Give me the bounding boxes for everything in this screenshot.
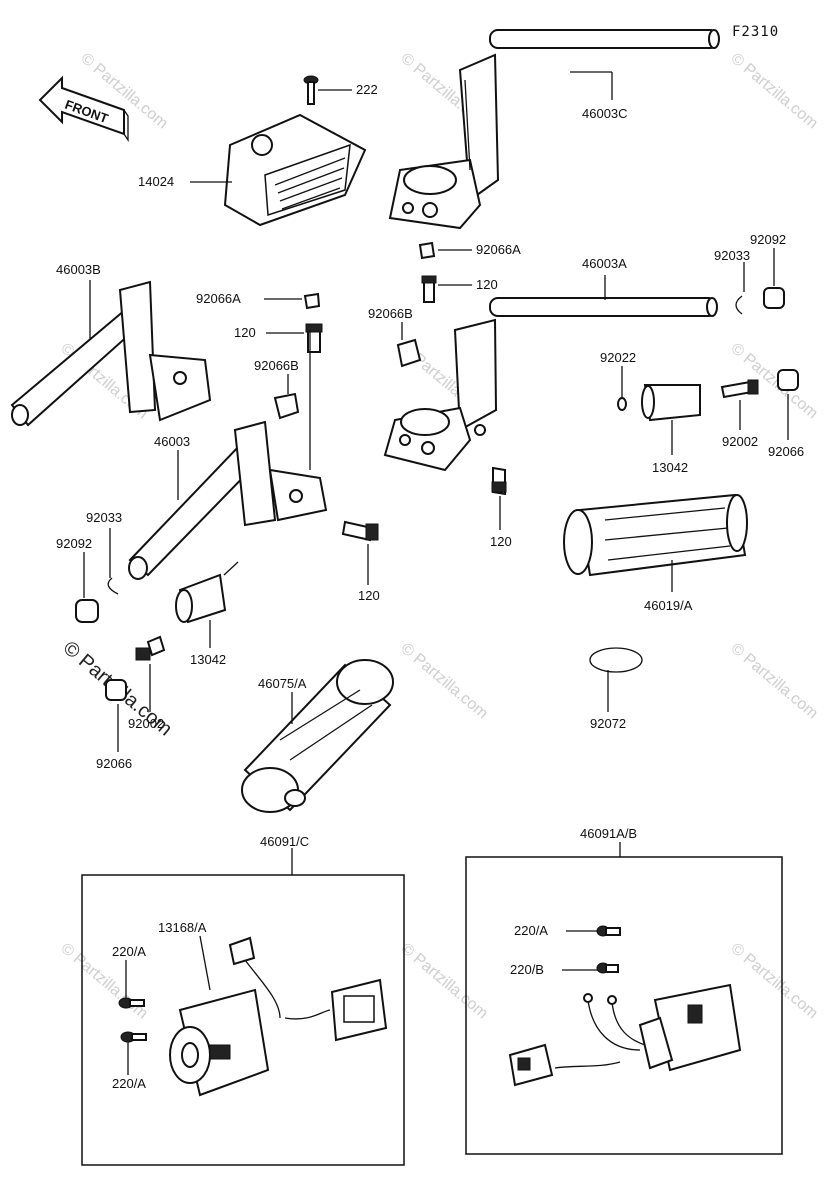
bolt-120-c-part [491,466,507,496]
grip-46075A-part [241,659,394,813]
bolt-92002-r-part [720,379,759,399]
watermark: © Partzilla.com [727,50,821,132]
callout-46091C: 46091/C [260,834,309,849]
callout-92033-r: 92033 [714,248,750,263]
plug-92066A-part [418,241,436,260]
callout-92066-l: 92066 [96,756,132,771]
callout-92066B-l: 92066B [254,358,299,373]
weight-92092-r-part [763,287,785,309]
callout-120-m: 120 [358,588,380,603]
callout-13042-l: 13042 [190,652,226,667]
bolt-120-l-part [305,323,323,353]
switch-46091AB-part [508,983,742,1087]
washer-92022-part [617,397,627,411]
callout-220A-1: 220/A [112,944,146,959]
plug-92066B-l-part [273,392,300,420]
watermark: © Partzilla.com [727,940,821,1022]
screw-220B-part [596,962,619,974]
plug-92066B-c-part [396,338,422,368]
front-arrow-icon: FRONT [38,75,129,143]
callout-46075A: 46075/A [258,676,307,691]
screw-220A-c2-part [120,1031,147,1043]
callout-46019A: 46019/A [644,598,693,613]
switch-46091C-part [169,936,388,1097]
band-92072-part [589,647,643,673]
callout-13042-r: 13042 [652,460,688,475]
weight-92066-r-part [777,369,799,391]
watermark: © Partzilla.com [727,640,821,722]
weight-13042-l-part [175,561,239,624]
callout-46003B: 46003B [56,262,101,277]
callout-46003C: 46003C [582,106,628,121]
callout-222: 222 [356,82,378,97]
callout-220A-2: 220/A [112,1076,146,1091]
callout-220A-3: 220/A [514,923,548,938]
callout-92066B-c: 92066B [368,306,413,321]
callout-92066A-l: 92066A [196,291,241,306]
screw-222-part [303,75,319,105]
weight-13042-r-part [641,384,701,422]
switch-box-46091AB [465,856,783,1155]
clip-92033-l-part [107,577,119,595]
handlebar-46003B-part [10,280,212,427]
cover-14024-part [223,113,367,227]
clip-92033-r-part [735,295,743,315]
callout-92022: 92022 [600,350,636,365]
callout-46003A: 46003A [582,256,627,271]
callout-46003: 46003 [154,434,190,449]
figure-code: F2310 [732,24,779,40]
handlebar-46003-part [128,330,328,580]
callout-220B: 220/B [510,962,544,977]
callout-120-l: 120 [234,325,256,340]
screw-220A-ab-part [596,925,621,937]
callout-120-c: 120 [490,534,512,549]
callout-92002-r: 92002 [722,434,758,449]
callout-14024: 14024 [138,174,174,189]
weight-92092-l-part [75,599,99,623]
callout-92002-l: 92002 [128,716,164,731]
weight-92066-l-part [105,679,127,701]
watermark: © Partzilla.com [727,340,821,422]
screw-220A-c1-part [118,997,145,1009]
callout-92066-r: 92066 [768,444,804,459]
callout-92072: 92072 [590,716,626,731]
switch-box-46091C [81,874,405,1166]
plug-92066A-l-part [303,292,321,310]
callout-92092-l: 92092 [56,536,92,551]
bolt-120-top-part [421,275,437,303]
bolt-92002-l-part [135,635,166,661]
handlebar-46003A-part [383,297,718,472]
watermark: © Partzilla.com [397,940,491,1022]
bolt-120-m-part [341,520,379,542]
watermark: © Partzilla.com [397,640,491,722]
handlebar-46003C-part [388,29,720,230]
callout-92033-l: 92033 [86,510,122,525]
callout-92092-r: 92092 [750,232,786,247]
callout-13168A: 13168/A [158,920,207,935]
callout-92066A-top: 92066A [476,242,521,257]
callout-120-top: 120 [476,277,498,292]
grip-46019A-part [563,493,748,577]
callout-46091AB: 46091A/B [580,826,637,841]
